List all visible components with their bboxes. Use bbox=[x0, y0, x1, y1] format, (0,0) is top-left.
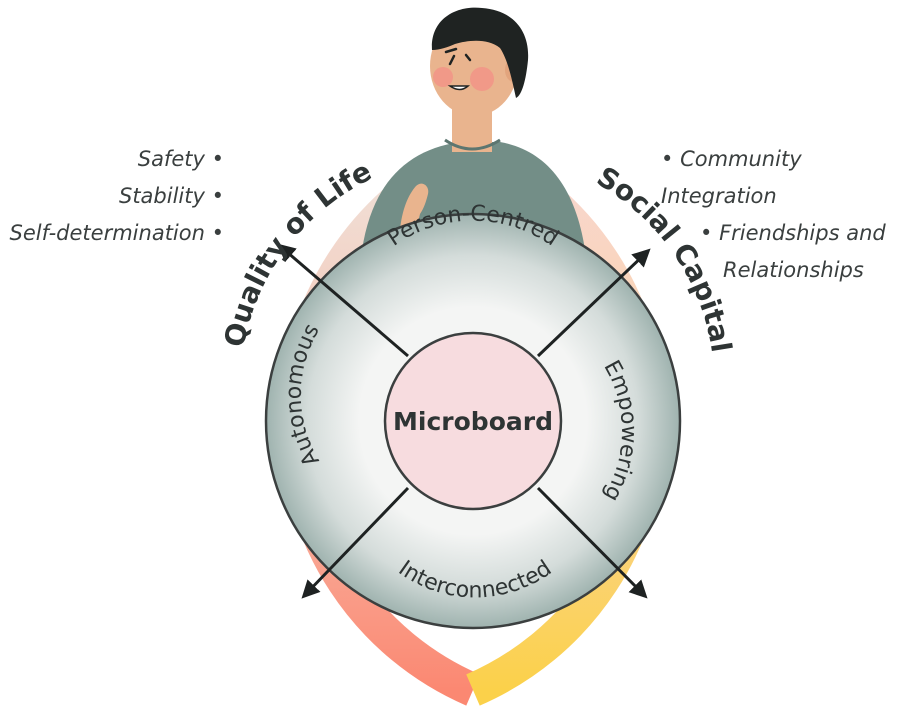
list-item: Self-determination • bbox=[9, 221, 225, 245]
list-item-continuation: Relationships bbox=[723, 258, 864, 282]
arrow-bottom-left bbox=[301, 486, 410, 599]
social-capital-list: • Community Integration • Friendships an… bbox=[655, 141, 919, 289]
center-label: Microboard bbox=[393, 407, 553, 436]
center-node: Microboard bbox=[383, 331, 563, 511]
arrows bbox=[277, 243, 651, 599]
list-item: Safety • bbox=[137, 147, 224, 171]
arrow-top-left bbox=[277, 243, 409, 358]
person-hair bbox=[431, 7, 529, 98]
arrow-top-right bbox=[536, 248, 651, 358]
list-item: • Community Integration bbox=[661, 147, 802, 208]
person-hand bbox=[400, 183, 429, 230]
person-eye-right bbox=[464, 53, 472, 62]
quality-of-life-list: Safety • Stability • Self-determination … bbox=[0, 141, 225, 252]
person-eye-left bbox=[448, 54, 456, 66]
center-circle bbox=[383, 331, 563, 511]
list-item: Stability • bbox=[118, 184, 224, 208]
person-smile bbox=[447, 85, 470, 91]
person-cheek-right bbox=[470, 67, 494, 91]
person-collar bbox=[444, 138, 501, 151]
person-brow bbox=[444, 47, 458, 54]
arrow-bottom-right bbox=[536, 486, 648, 599]
list-item: • Friendships and bbox=[700, 221, 886, 245]
person-cheek-left bbox=[433, 67, 453, 87]
